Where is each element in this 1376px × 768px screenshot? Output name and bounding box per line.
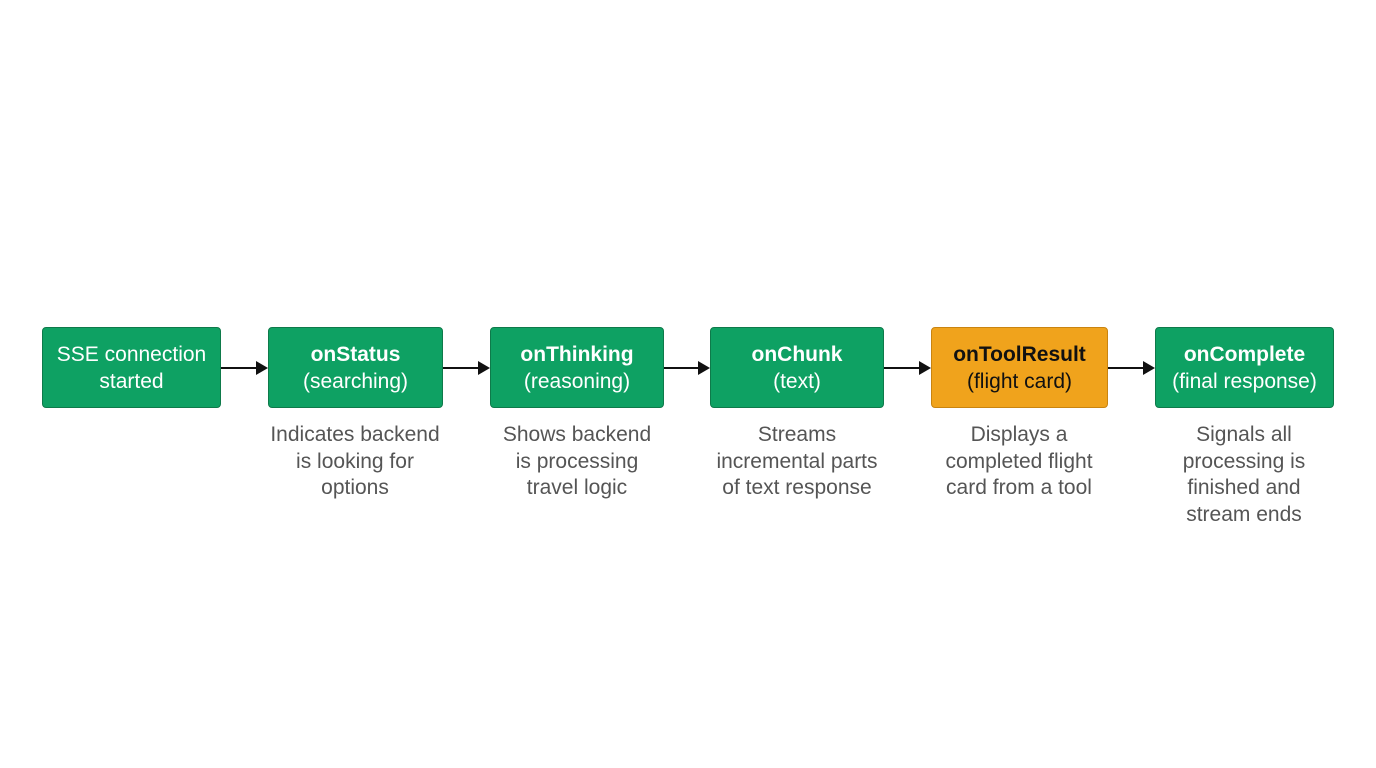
node-caption: Signals all processing is finished and s… [1182, 423, 1306, 526]
flow-arrow [221, 361, 268, 375]
node-on-complete: onComplete (final response) [1155, 327, 1334, 408]
node-title: onStatus [310, 342, 401, 366]
node-caption: Displays a completed flight card from a … [945, 423, 1093, 499]
node-on-tool-result: onToolResult (flight card) [931, 327, 1108, 408]
node-title: onToolResult [953, 342, 1086, 366]
flow-arrow [884, 361, 931, 375]
node-title: onChunk [751, 342, 843, 366]
node-title: SSE connection [56, 342, 207, 366]
node-on-status: onStatus (searching) [268, 327, 443, 408]
node-caption: Indicates backend is looking for options [270, 423, 440, 499]
node-subtitle: (final response) [1172, 369, 1317, 393]
node-sse-connection: SSE connection started [42, 327, 221, 408]
flow-arrow [664, 361, 710, 375]
node-subtitle: (reasoning) [523, 369, 631, 393]
node-subtitle: started [99, 369, 164, 393]
flow-arrow [443, 361, 490, 375]
node-subtitle: (searching) [302, 369, 409, 393]
node-title: onComplete [1183, 342, 1306, 366]
node-subtitle: (text) [773, 369, 821, 393]
node-caption: Streams incremental parts of text respon… [716, 423, 878, 499]
flow-arrow [1108, 361, 1155, 375]
node-title: onThinking [520, 342, 634, 366]
node-on-chunk: onChunk (text) [710, 327, 884, 408]
node-on-thinking: onThinking (reasoning) [490, 327, 664, 408]
node-caption: Shows backend is processing travel logic [502, 423, 652, 499]
node-subtitle: (flight card) [966, 369, 1073, 393]
